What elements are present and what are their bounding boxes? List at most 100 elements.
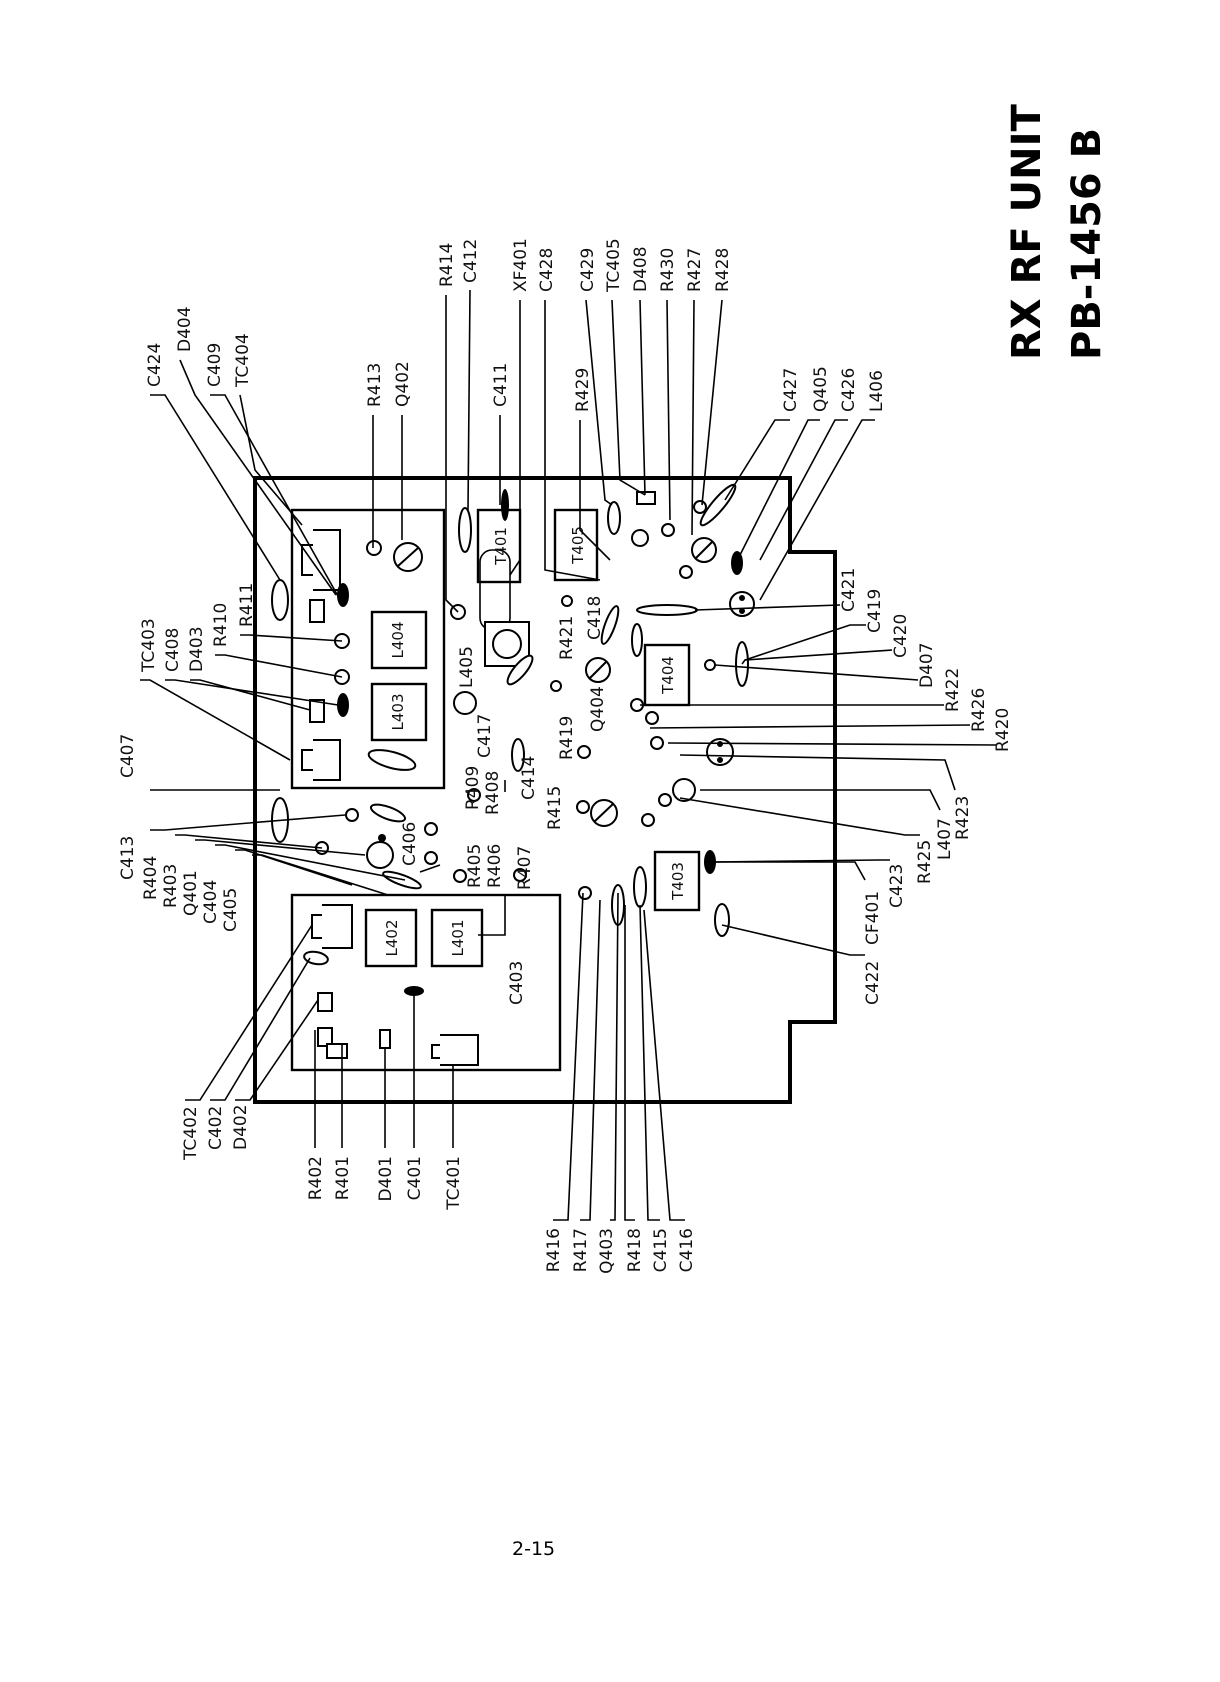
t401-box: T401: [476, 508, 522, 584]
label-r404: R404: [141, 856, 161, 900]
label-r409: R409: [463, 766, 483, 810]
label-q405: Q405: [811, 366, 831, 412]
label-tc405: TC405: [604, 238, 624, 293]
label-c407: C407: [118, 734, 138, 778]
l402-box: L402: [364, 908, 418, 968]
label-d403: D403: [187, 626, 207, 672]
label-c424: C424: [145, 343, 165, 387]
label-r414: R414: [437, 243, 457, 287]
label-r425: R425: [915, 840, 935, 884]
label-c427: C427: [781, 368, 801, 412]
svg-text:L402: L402: [383, 920, 401, 957]
svg-text:L401: L401: [449, 920, 467, 957]
l403-box: L403: [370, 682, 428, 742]
label-r401: R401: [333, 1156, 353, 1200]
lower-shield-section: [290, 893, 562, 1072]
label-r402: R402: [306, 1156, 326, 1200]
labels-right: C421 C419 C420 D407 R422 R426 R420 R423 …: [839, 568, 1013, 1005]
label-r420: R420: [993, 708, 1013, 752]
t403-box: T403: [653, 850, 701, 912]
label-c409: C409: [205, 343, 225, 387]
svg-text:L404: L404: [389, 622, 407, 659]
label-cf401: CF401: [863, 891, 883, 945]
label-r411: R411: [237, 583, 257, 627]
label-r410: R410: [211, 603, 231, 647]
label-d402: D402: [231, 1104, 251, 1150]
page-number: 2-15: [512, 1538, 555, 1560]
label-r415: R415: [545, 786, 565, 830]
label-c402: C402: [206, 1106, 226, 1150]
label-q404: Q404: [588, 686, 608, 732]
label-d408: D408: [631, 246, 651, 292]
label-d401: D401: [376, 1156, 396, 1202]
label-r413: R413: [365, 363, 385, 407]
title-line-2: PB-1456 B: [1064, 128, 1110, 360]
label-c420: C420: [891, 614, 911, 658]
label-c403: C403: [507, 961, 527, 1005]
upper-shield-section: [290, 508, 446, 790]
label-c408: C408: [163, 628, 183, 672]
label-c401: C401: [405, 1156, 425, 1200]
label-xf401: XF401: [511, 238, 531, 292]
label-tc403: TC403: [139, 618, 159, 673]
label-d404: D404: [175, 306, 195, 352]
component-symbols: [271, 483, 755, 1066]
svg-text:T404: T404: [659, 656, 677, 695]
label-r426: R426: [969, 688, 989, 732]
label-r418: R418: [625, 1228, 645, 1272]
label-c417: C417: [475, 714, 495, 758]
svg-text:T403: T403: [669, 862, 687, 901]
label-r428: R428: [713, 248, 733, 292]
label-c412: C412: [461, 239, 481, 283]
label-c419: C419: [865, 589, 885, 633]
label-r406: R406: [485, 844, 505, 888]
label-r408: R408: [483, 771, 503, 815]
label-c418: C418: [585, 596, 605, 640]
label-r403: R403: [161, 864, 181, 908]
label-c423: C423: [887, 864, 907, 908]
label-r416: R416: [544, 1228, 564, 1272]
label-c414: C414: [519, 756, 539, 800]
label-tc401: TC401: [444, 1156, 464, 1211]
l401-box: L401: [430, 908, 484, 968]
label-l406: L406: [867, 370, 887, 412]
label-l407: L407: [935, 818, 955, 860]
label-r430: R430: [658, 248, 678, 292]
t405-box: T405: [553, 508, 599, 582]
labels-left: C407 TC403 C408 D403 R410 R411 C413 R404…: [118, 583, 257, 1161]
label-c411: C411: [491, 363, 511, 407]
label-c428: C428: [537, 248, 557, 292]
svg-text:T405: T405: [569, 526, 587, 565]
label-r429: R429: [573, 368, 593, 412]
label-r421: R421: [557, 616, 577, 660]
svg-text:T401: T401: [492, 527, 510, 566]
svg-text:L403: L403: [389, 694, 407, 731]
t404-box: T404: [643, 643, 691, 707]
label-c405: C405: [221, 888, 241, 932]
label-d407: D407: [917, 642, 937, 688]
label-tc402: TC402: [181, 1106, 201, 1161]
leader-lines: [140, 289, 997, 1221]
label-c416: C416: [677, 1228, 697, 1272]
label-c429: C429: [578, 248, 598, 292]
label-c415: C415: [651, 1228, 671, 1272]
label-c404: C404: [201, 880, 221, 924]
label-c426: C426: [839, 368, 859, 412]
labels-inner: L405 C417 R421 C418 Q404 R419 R409 R408 …: [400, 596, 608, 1005]
label-c406: C406: [400, 822, 420, 866]
label-q402: Q402: [393, 361, 413, 407]
label-q401: Q401: [181, 870, 201, 916]
l404-box: L404: [370, 610, 428, 670]
labels-bottom: R402 R401 D401 C401 TC401 R416 R417 Q403…: [306, 1156, 697, 1274]
label-r422: R422: [943, 668, 963, 712]
label-r405: R405: [465, 844, 485, 888]
label-r417: R417: [571, 1228, 591, 1272]
label-q403: Q403: [597, 1228, 617, 1274]
label-r423: R423: [953, 796, 973, 840]
label-l405: L405: [457, 646, 477, 688]
label-r407: R407: [515, 846, 535, 890]
title-line-1: RX RF UNIT: [1004, 104, 1050, 360]
label-tc404: TC404: [233, 333, 253, 388]
